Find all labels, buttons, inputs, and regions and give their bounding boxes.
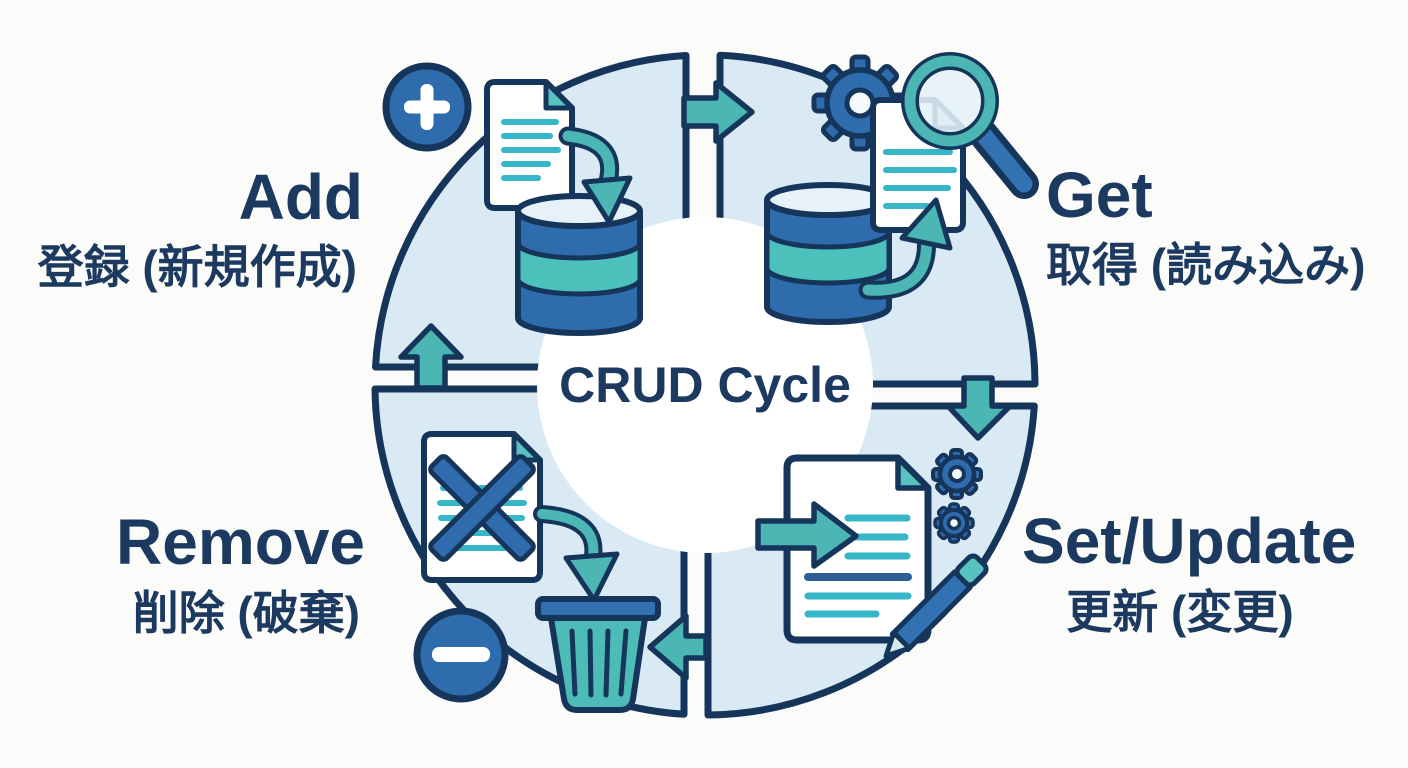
write-arrow-icon <box>755 501 859 569</box>
label-create-en: Add <box>239 161 363 233</box>
arrow-left-icon <box>647 613 709 681</box>
document-icon <box>484 79 575 211</box>
curved-arrow-icon <box>858 197 953 300</box>
database-icon <box>518 196 640 333</box>
create-icons <box>382 62 640 333</box>
label-create-ja: 登録 (新規作成) <box>37 241 357 293</box>
label-delete-ja: 削除 (破棄) <box>133 587 360 639</box>
label-update-en: Set/Update <box>1022 505 1356 577</box>
pencil-icon <box>883 553 989 659</box>
minus-icon <box>413 607 509 703</box>
label-delete-en: Remove <box>116 506 365 578</box>
diagram-title: CRUD Cycle <box>559 357 851 413</box>
arrow-down-icon <box>945 375 1013 441</box>
read-icons <box>767 52 1039 322</box>
flow-arrows <box>398 80 1013 681</box>
label-read-en: Get <box>1046 159 1153 231</box>
delete-icons <box>413 431 661 713</box>
gear-small-icon <box>933 502 975 544</box>
magnifier-icon <box>901 52 1039 199</box>
curved-arrow-icon <box>558 126 633 225</box>
document-icon <box>783 454 932 644</box>
gear-icon <box>931 448 983 500</box>
plus-icon <box>382 62 472 152</box>
x-mark-icon <box>428 454 536 562</box>
arrow-right-icon <box>681 80 755 144</box>
arrow-up-icon <box>398 323 464 391</box>
trash-icon <box>535 596 661 713</box>
update-icons <box>755 448 989 659</box>
crossed-document-icon <box>421 431 543 583</box>
label-read-ja: 取得 (読み込み) <box>1046 239 1365 291</box>
curved-arrow-icon <box>533 505 620 603</box>
label-update-ja: 更新 (変更) <box>1066 586 1293 638</box>
